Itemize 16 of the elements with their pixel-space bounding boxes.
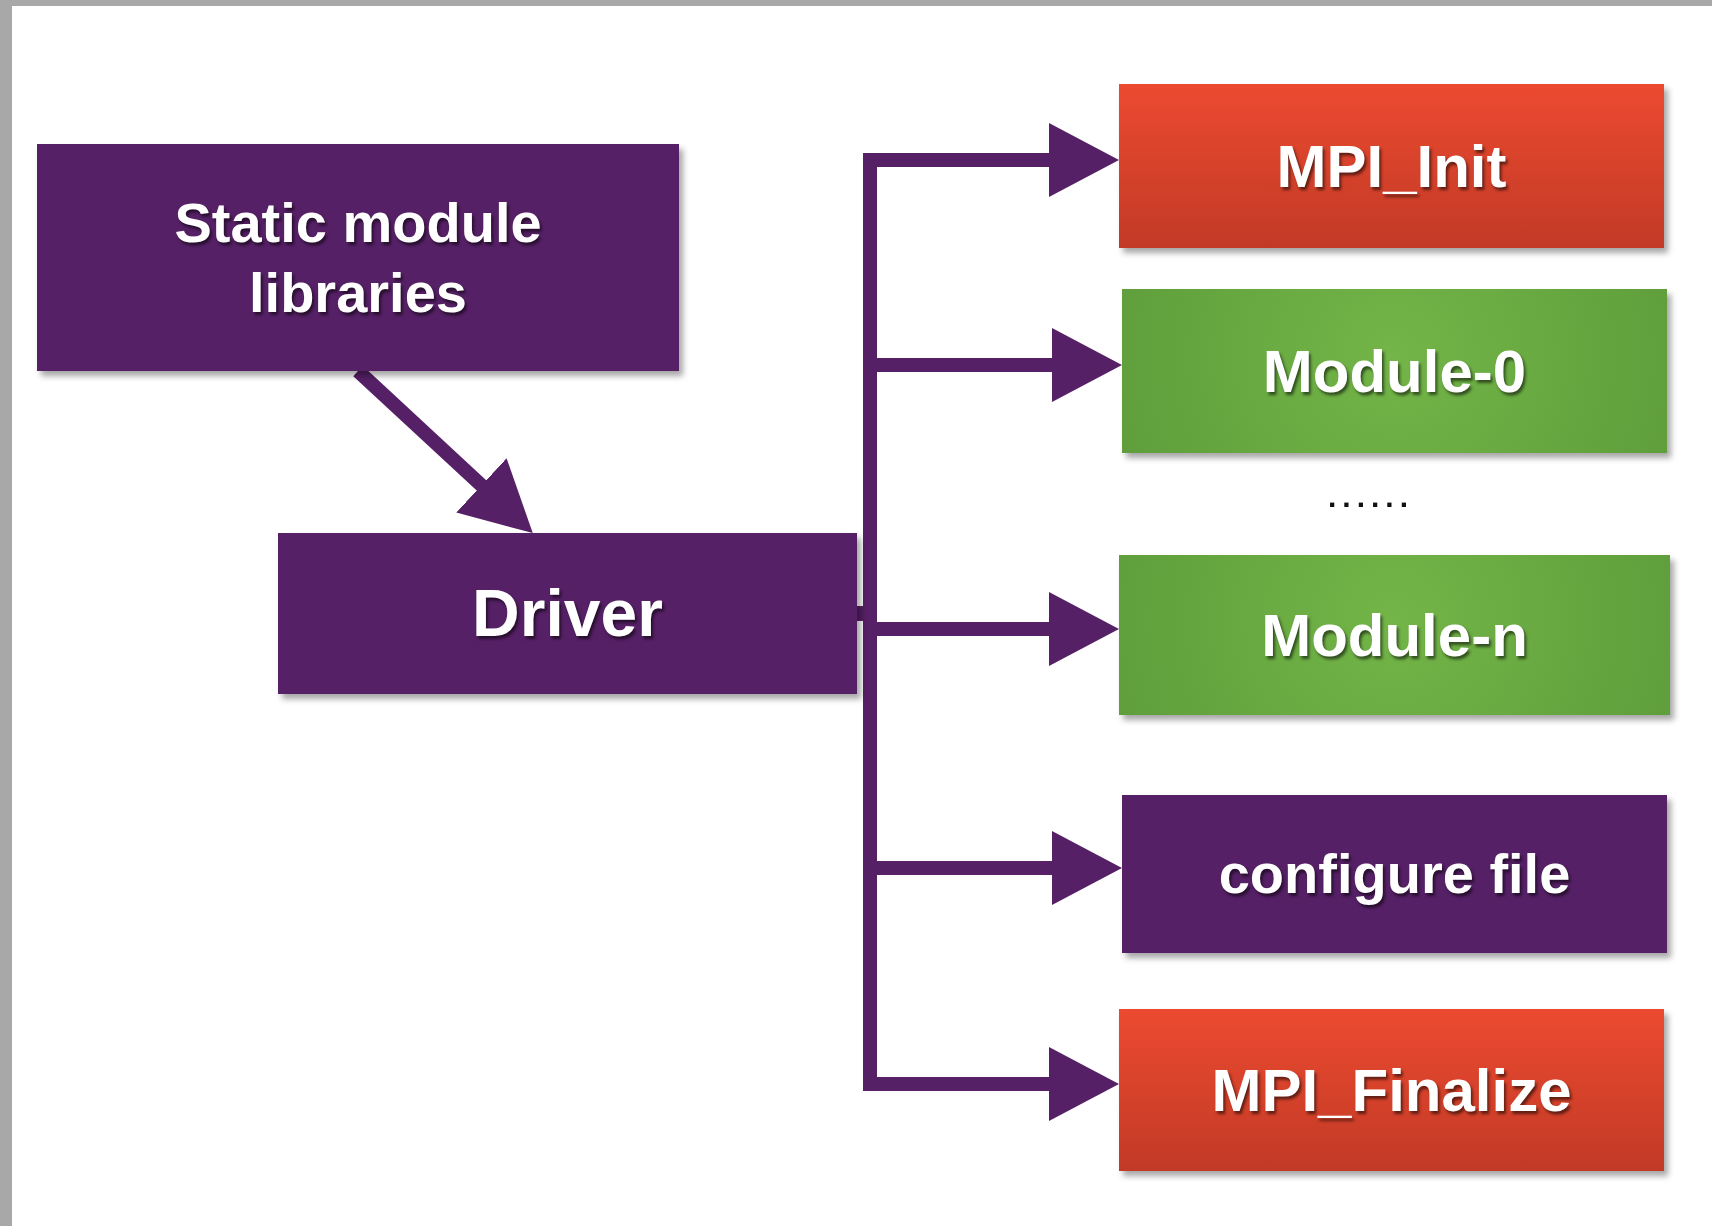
- box-label: Driver: [472, 575, 663, 653]
- process-box: [278, 533, 857, 694]
- process-box: [1119, 1009, 1664, 1171]
- box-label: configure file: [1218, 841, 1571, 907]
- box-label: Static module libraries: [173, 189, 543, 326]
- arrow: [857, 606, 1119, 1121]
- ellipsis-note: ......: [1328, 480, 1414, 514]
- box-label: MPI_Finalize: [1211, 1055, 1572, 1126]
- box-label: Module-n: [1261, 600, 1528, 671]
- module-box: [1122, 289, 1667, 453]
- process-box: [1122, 795, 1667, 953]
- process-box: [1119, 84, 1664, 248]
- module-box: [1119, 555, 1670, 715]
- box-label: Module-0: [1262, 336, 1527, 407]
- process-box: [37, 144, 679, 371]
- box-label: MPI_Init: [1276, 131, 1507, 202]
